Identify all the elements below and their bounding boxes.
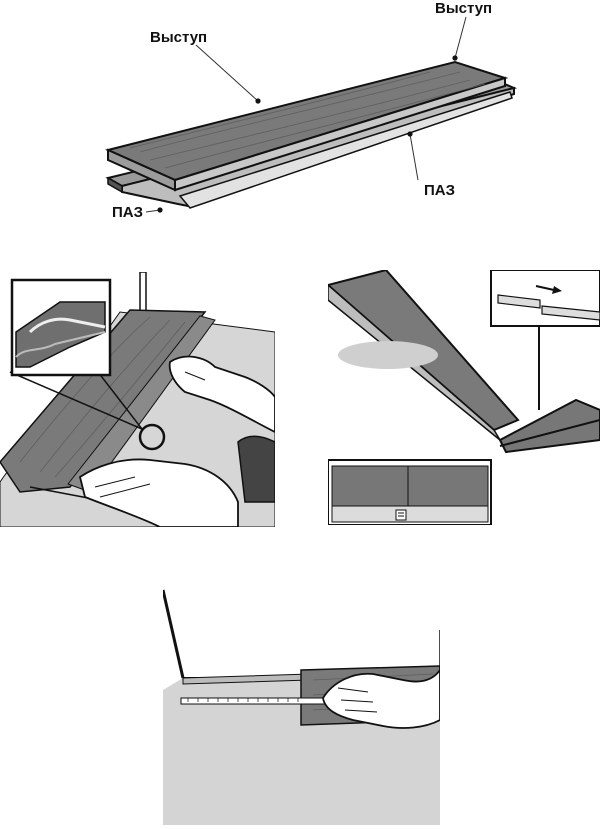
tape-measure-icon	[180, 697, 328, 705]
groove-label-right: ПАЗ	[424, 182, 456, 199]
groove-label-left: ПАЗ	[112, 204, 144, 221]
direction-arrow-icon	[535, 285, 562, 294]
pointer-dot-icon	[157, 55, 458, 213]
wood-grain	[129, 71, 486, 169]
tongue-label-left: Выступ	[150, 29, 208, 46]
joining-planks-illustration	[0, 272, 275, 527]
tongue-label-right: Выступ	[435, 0, 493, 17]
tap-arrow-icon	[395, 509, 407, 521]
measuring-hand	[322, 668, 440, 729]
top-plank-front	[174, 76, 506, 192]
lower-plank-end	[107, 176, 123, 194]
measuring-drawing	[163, 570, 440, 825]
angled-plank-illustration	[328, 270, 600, 525]
right-hand	[168, 355, 275, 434]
leader-lines	[145, 16, 467, 213]
plank-grain	[19, 316, 186, 478]
groove-lip	[178, 91, 513, 209]
zoom-circle	[138, 423, 166, 451]
flat-plank	[498, 398, 600, 454]
wall-edge	[139, 272, 147, 313]
angled-drawing	[328, 270, 600, 525]
measuring-illustration	[163, 570, 440, 825]
plank-profile-diagram: Выступ Выступ ПАЗ ПАЗ	[0, 0, 600, 240]
plank-drawing	[104, 16, 518, 213]
plank-shadow	[338, 341, 438, 369]
inset-profile	[15, 301, 106, 368]
joining-drawing	[0, 272, 275, 527]
sleeve	[237, 435, 275, 503]
left-hand	[78, 458, 239, 527]
